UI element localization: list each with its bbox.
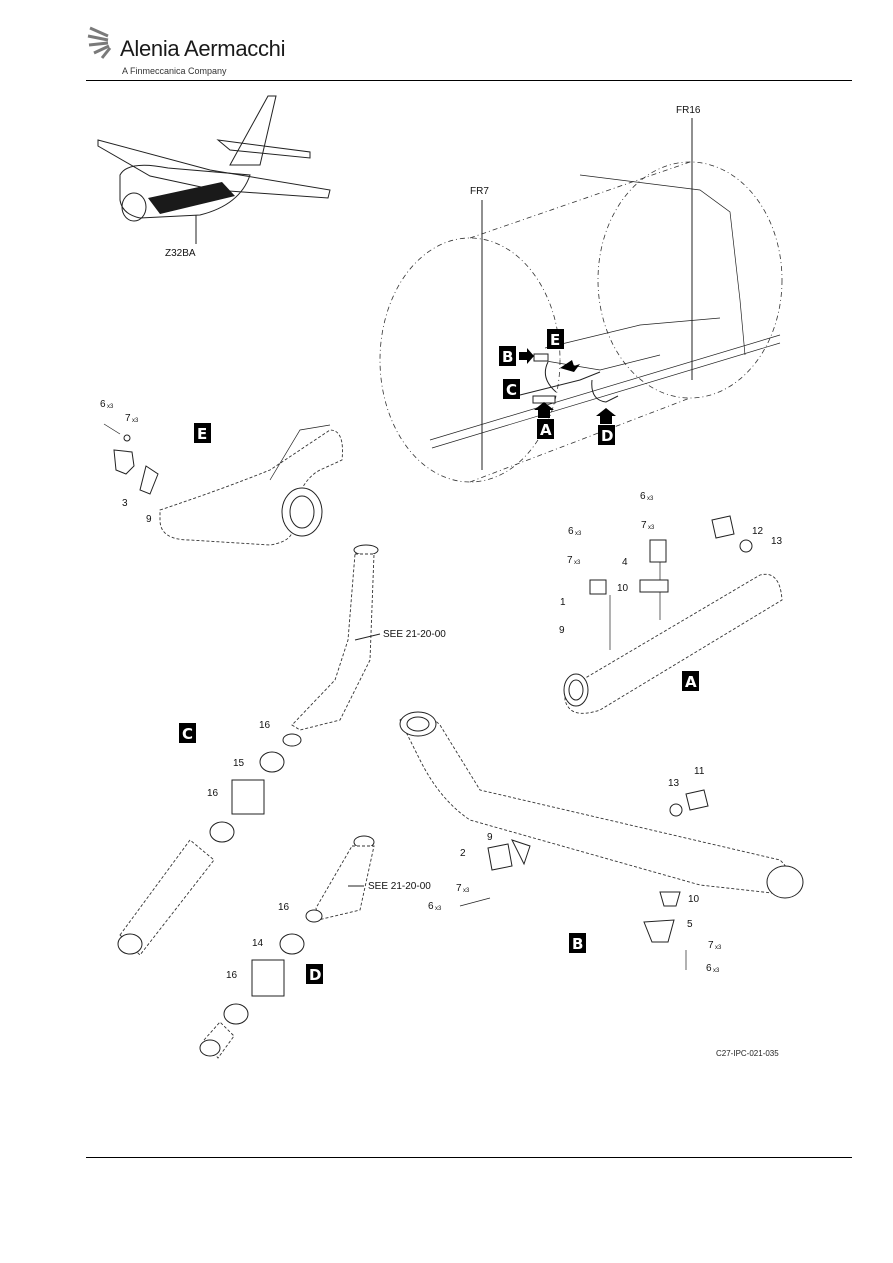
callout-a-7-top: 7 — [641, 520, 647, 531]
view-tag-b-overview: B — [499, 346, 516, 366]
header-rule — [86, 80, 852, 81]
svg-text:E: E — [550, 331, 560, 349]
view-c-detail: SEE 21-20-00 C 16 15 16 — [117, 544, 446, 956]
callout-b-6-right: 6 — [706, 963, 712, 974]
callout-d-16-bottom: 16 — [226, 970, 238, 981]
callout-b-11: 11 — [694, 766, 705, 777]
svg-text:x3: x3 — [575, 531, 582, 537]
svg-text:D: D — [309, 966, 321, 984]
svg-text:A: A — [540, 421, 552, 439]
callout-b-13: 13 — [668, 778, 680, 789]
callout-a-10: 10 — [617, 583, 629, 594]
company-name: Alenia Aermacchi — [120, 36, 286, 61]
svg-text:D: D — [601, 427, 613, 445]
view-tag-a-overview: A — [537, 419, 554, 439]
callout-a-1: 1 — [560, 597, 566, 608]
callout-a-9: 9 — [559, 625, 565, 636]
frame-label-fr16: FR16 — [676, 105, 701, 116]
zone-highlight — [148, 182, 235, 214]
callout-a-6: 6 — [568, 526, 574, 537]
svg-text:B: B — [572, 935, 583, 953]
svg-text:C: C — [506, 381, 517, 399]
callout-a-7: 7 — [567, 555, 573, 566]
callout-a-4: 4 — [622, 557, 628, 568]
svg-text:x3: x3 — [647, 496, 654, 502]
view-e-detail: E 6 x3 7 x3 3 9 — [100, 399, 343, 546]
callout-b-7-right: 7 — [708, 940, 714, 951]
callout-b-2: 2 — [460, 848, 466, 859]
zone-label: Z32BA — [165, 248, 196, 259]
qty-e-6: x3 — [107, 404, 114, 410]
callout-d-14: 14 — [252, 938, 264, 949]
aircraft-locator: Z32BA — [97, 95, 331, 259]
figure-id: C27-IPC-021-035 — [716, 1049, 779, 1058]
view-tag-e: E — [194, 423, 211, 443]
svg-text:C: C — [182, 725, 193, 743]
view-tag-c-overview: C — [503, 379, 520, 399]
svg-text:x3: x3 — [713, 968, 720, 974]
callout-e-9: 9 — [146, 514, 152, 525]
view-d-detail: SEE 21-20-00 D 16 14 16 — [199, 835, 431, 1059]
svg-text:x3: x3 — [715, 945, 722, 951]
footer-rule — [86, 1157, 852, 1158]
svg-text:E: E — [197, 425, 207, 443]
callout-d-16-top: 16 — [278, 902, 290, 913]
callout-b-7: 7 — [456, 883, 462, 894]
view-tag-a: A — [682, 671, 699, 691]
view-a-detail: A 6 x3 7 x3 6 x3 7 x3 4 10 1 9 12 13 — [559, 491, 783, 714]
callout-b-6: 6 — [428, 901, 434, 912]
view-b-detail: B 13 11 9 2 7 x3 6 x3 10 5 7 x3 6 x3 — [399, 711, 804, 974]
callout-a-13: 13 — [771, 536, 783, 547]
svg-text:B: B — [502, 348, 513, 366]
frame-label-fr7: FR7 — [470, 186, 489, 197]
view-tag-e-overview: E — [547, 329, 564, 349]
reference-d: SEE 21-20-00 — [368, 881, 431, 892]
svg-text:x3: x3 — [648, 525, 655, 531]
callout-e-6: 6 — [100, 399, 106, 410]
reference-c: SEE 21-20-00 — [383, 629, 446, 640]
svg-text:x3: x3 — [463, 888, 470, 894]
view-tag-c: C — [179, 723, 196, 743]
svg-text:x3: x3 — [574, 560, 581, 566]
svg-text:x3: x3 — [435, 906, 442, 912]
callout-b-10: 10 — [688, 894, 700, 905]
fuselage-overview: FR7 FR16 B E C A D — [379, 105, 783, 483]
callout-c-15: 15 — [233, 758, 245, 769]
callout-c-16-bottom: 16 — [207, 788, 219, 799]
company-subtitle: A Finmeccanica Company — [122, 66, 227, 76]
callout-b-9: 9 — [487, 832, 493, 843]
view-tag-d-overview: D — [598, 425, 615, 445]
page-header: Alenia Aermacchi A Finmeccanica Company — [86, 18, 852, 80]
callout-a-12: 12 — [752, 526, 764, 537]
company-logo-icon — [87, 26, 112, 59]
callout-e-7: 7 — [125, 413, 131, 424]
view-tag-b: B — [569, 933, 586, 953]
callout-a-6-top: 6 — [640, 491, 646, 502]
view-tag-d: D — [306, 964, 323, 984]
callout-b-5: 5 — [687, 919, 693, 930]
callout-c-16-top: 16 — [259, 720, 271, 731]
qty-e-7: x3 — [132, 418, 139, 424]
callout-e-3: 3 — [122, 498, 128, 509]
svg-text:A: A — [685, 673, 697, 691]
